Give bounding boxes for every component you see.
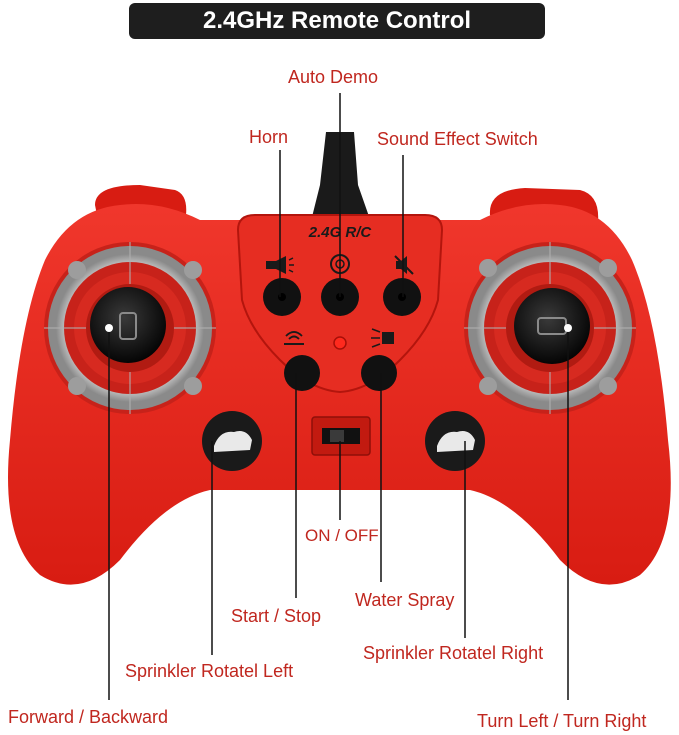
- sprinkler-icon: [214, 431, 252, 452]
- label-sprinkler-rotate-right: Sprinkler Rotatel Right: [363, 643, 544, 663]
- leader-lines: [108, 93, 569, 700]
- label-sound-effect-switch: Sound Effect Switch: [377, 129, 538, 149]
- right-joystick-marker: [564, 324, 572, 332]
- start-stop-button[interactable]: [284, 355, 320, 391]
- water-spray-icon: [371, 328, 394, 348]
- label-water-spray: Water Spray: [355, 590, 455, 610]
- water-spray-button[interactable]: [361, 355, 397, 391]
- left-joystick-marker: [105, 324, 113, 332]
- label-on-off: ON / OFF: [305, 526, 379, 545]
- label-auto-demo: Auto Demo: [288, 67, 379, 87]
- page-title: 2.4GHz Remote Control: [129, 3, 545, 39]
- label-horn: Horn: [249, 127, 289, 147]
- signal-icon: [284, 331, 304, 345]
- left-joystick[interactable]: [44, 242, 216, 414]
- label-turn-left-right: Turn Left / Turn Right: [477, 711, 647, 731]
- sound-mute-icon: [394, 255, 414, 275]
- label-forward-backward: Forward / Backward: [8, 707, 169, 727]
- sprinkler-right-button[interactable]: [425, 411, 485, 471]
- antenna: [310, 132, 372, 225]
- right-joystick[interactable]: [464, 242, 636, 414]
- label-sprinkler-rotate-left: Sprinkler Rotatel Left: [125, 661, 294, 681]
- label-start-stop: Start / Stop: [231, 606, 322, 626]
- power-indicator-led: [333, 336, 347, 350]
- horn-icon: [266, 256, 294, 274]
- sprinkler-left-button[interactable]: [202, 411, 262, 471]
